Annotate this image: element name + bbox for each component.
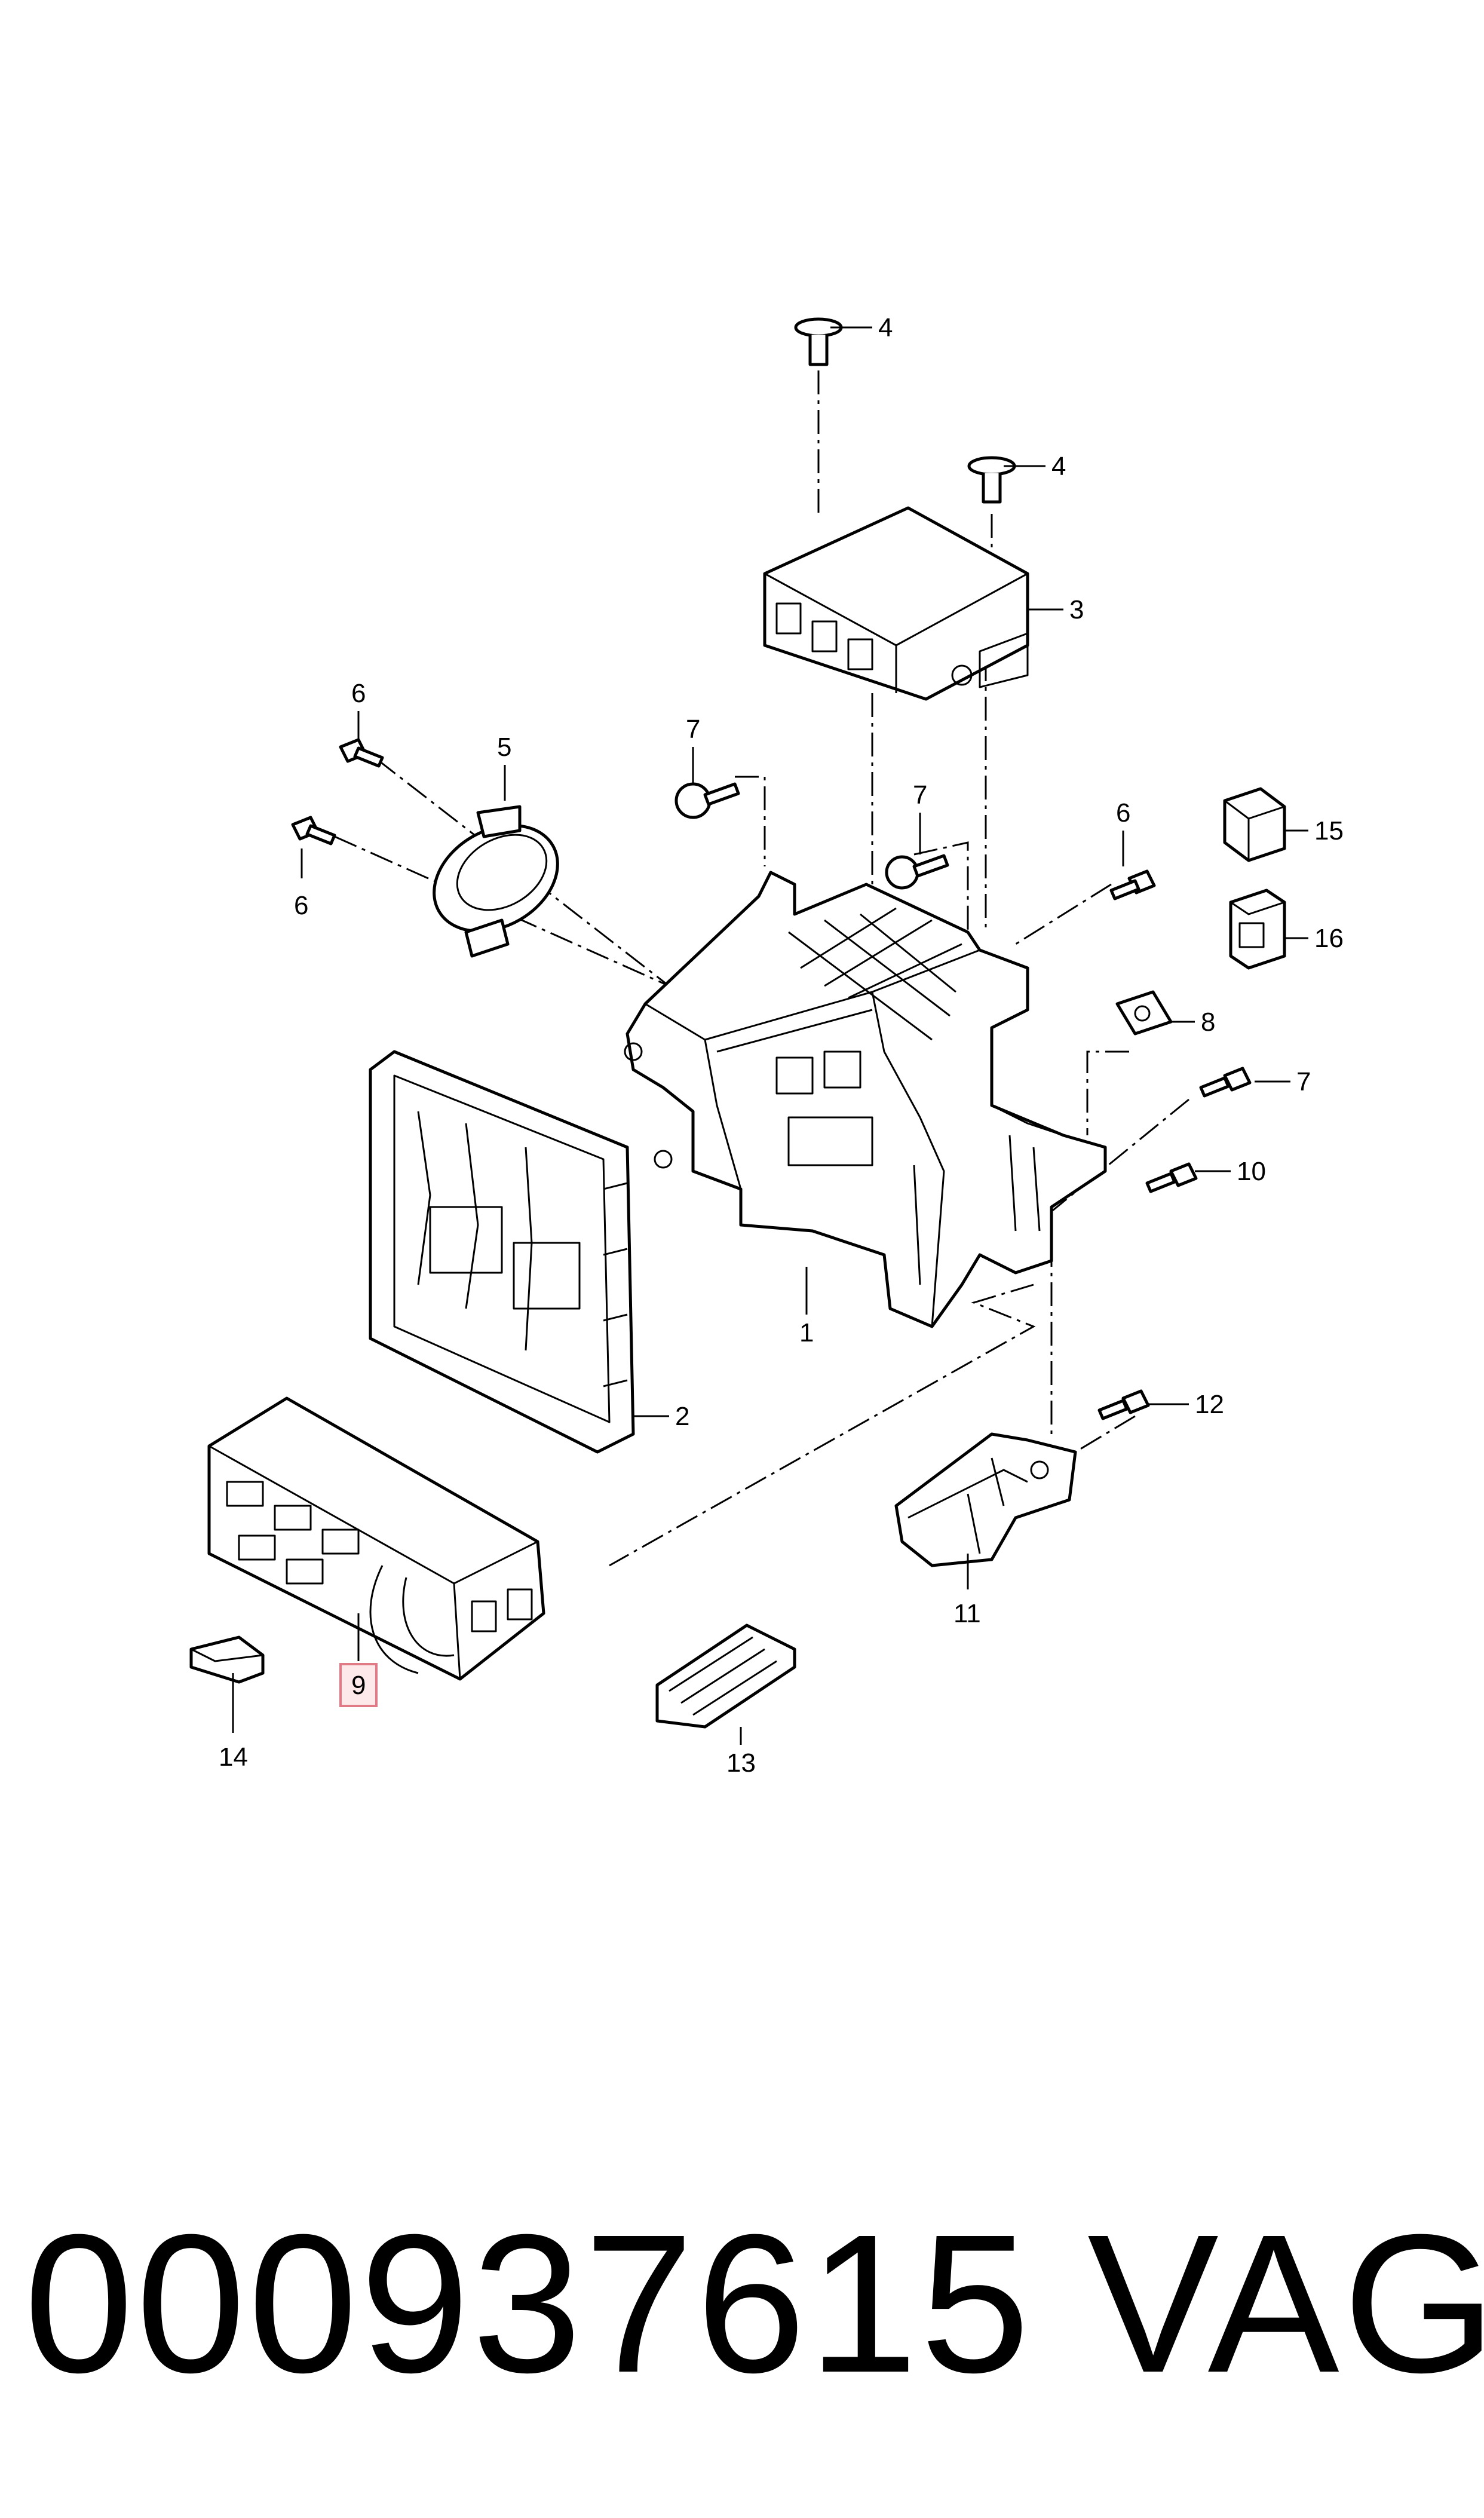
module-5 <box>433 805 559 958</box>
callout-16: 16 <box>1314 924 1344 953</box>
cover-13-icon <box>655 1623 796 1729</box>
bolt-7c-icon <box>1199 1067 1252 1098</box>
callout-9: 9 <box>351 1671 366 1700</box>
bolt-7a-icon <box>674 782 740 819</box>
callout-8: 8 <box>1201 1007 1215 1037</box>
control-unit-3 <box>763 506 1029 701</box>
clip-8-icon <box>1115 990 1173 1036</box>
bracket-1 <box>624 871 1107 1328</box>
part-number: 000937615 <box>24 2193 1032 2413</box>
callout-11: 11 <box>953 1599 981 1628</box>
callout-3: 3 <box>1069 595 1084 624</box>
bolt-4a-icon <box>794 317 843 366</box>
fuse-14-icon <box>189 1635 265 1684</box>
bolt-12-icon <box>1097 1389 1150 1420</box>
callout-7a: 7 <box>686 715 700 744</box>
relay-16-icon <box>1229 889 1286 970</box>
callout-12: 12 <box>1195 1390 1224 1419</box>
callout-leaders <box>232 326 1308 1745</box>
callout-5: 5 <box>497 733 511 762</box>
bolt-6b-icon <box>291 816 336 846</box>
callout-15: 15 <box>1314 816 1344 846</box>
callout-7b: 7 <box>913 780 927 810</box>
callout-6c: 6 <box>1116 798 1130 828</box>
bolt-6c-icon <box>1109 869 1156 900</box>
bolt-7b-icon <box>885 854 949 890</box>
callout-4a: 4 <box>878 313 893 342</box>
callout-2: 2 <box>675 1402 689 1431</box>
callout-10: 10 <box>1237 1157 1266 1186</box>
bolt-10-icon <box>1145 1162 1198 1193</box>
fuse-box-9 <box>207 1396 545 1681</box>
relay-15-icon <box>1223 787 1286 862</box>
brand-name: VAG <box>1087 2193 1484 2413</box>
bracket-11 <box>894 1432 1077 1567</box>
callout-labels: 4 4 3 5 6 6 6 7 7 7 8 10 12 1 2 11 14 13… <box>219 313 1344 1778</box>
bolt-4b-icon <box>967 456 1016 504</box>
callout-6a: 6 <box>351 679 366 708</box>
callout-9-highlight <box>339 1663 378 1707</box>
callout-4b: 4 <box>1051 452 1066 481</box>
callout-7c: 7 <box>1296 1067 1311 1096</box>
callout-6b: 6 <box>294 891 308 920</box>
exploded-parts-diagram: 4 4 3 5 6 6 6 7 7 7 8 10 12 1 2 11 14 13… <box>189 313 1344 1778</box>
callout-14: 14 <box>219 1742 248 1772</box>
control-unit-2 <box>369 1050 635 1454</box>
callout-13: 13 <box>726 1748 756 1778</box>
bolt-6a-icon <box>339 738 384 768</box>
callout-1: 1 <box>799 1318 814 1347</box>
